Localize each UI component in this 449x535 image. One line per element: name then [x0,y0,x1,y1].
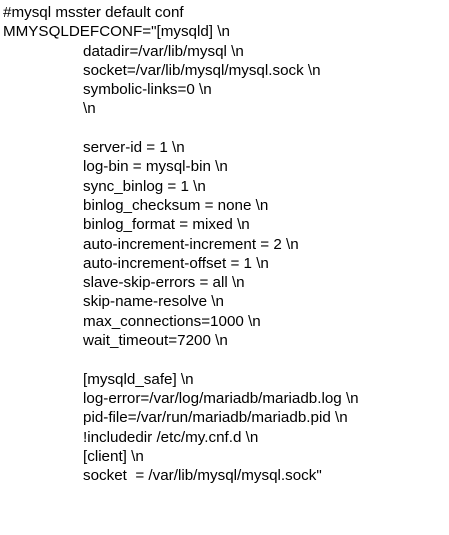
config-line-binlog-format: binlog_format = mixed \n [83,216,250,234]
config-line-symbolic-links: symbolic-links=0 \n [83,81,212,99]
config-line-binlog-checksum: binlog_checksum = none \n [83,196,269,214]
config-line-slave-skip-errors: slave-skip-errors = all \n [83,274,245,292]
config-text-document: #mysql msster default conf MMYSQLDEFCONF… [3,3,447,485]
config-line-skip-name-resolve: skip-name-resolve \n [83,293,224,311]
config-line-client-socket: socket = /var/lib/mysql/mysql.sock" [83,467,322,485]
config-line-pid-file: pid-file=/var/run/mariadb/mariadb.pid \n [83,409,348,427]
config-line-includedir: !includedir /etc/my.cnf.d \n [83,428,259,446]
variable-assignment-line: MMYSQLDEFCONF="[mysqld] \n [3,23,230,41]
config-line-auto-increment-offset: auto-increment-offset = 1 \n [83,254,269,272]
config-line-auto-increment-increment: auto-increment-increment = 2 \n [83,235,299,253]
comment-line: #mysql msster default conf [3,4,184,21]
blank-line [3,119,447,138]
config-line-socket: socket=/var/lib/mysql/mysql.sock \n [83,61,321,79]
config-line-datadir: datadir=/var/lib/mysql \n [83,42,244,60]
config-line-max-connections: max_connections=1000 \n [83,312,261,330]
config-line-wait-timeout: wait_timeout=7200 \n [83,332,228,350]
config-section-client: [client] \n [83,447,144,465]
blank-line [3,350,447,369]
config-line-log-bin: log-bin = mysql-bin \n [83,158,228,176]
config-line-server-id: server-id = 1 \n [83,139,185,157]
config-line-log-error: log-error=/var/log/mariadb/mariadb.log \… [83,389,359,407]
config-section-mysqld-safe: [mysqld_safe] \n [83,370,194,388]
config-line-newline: \n [83,100,96,118]
config-line-sync-binlog: sync_binlog = 1 \n [83,177,206,195]
